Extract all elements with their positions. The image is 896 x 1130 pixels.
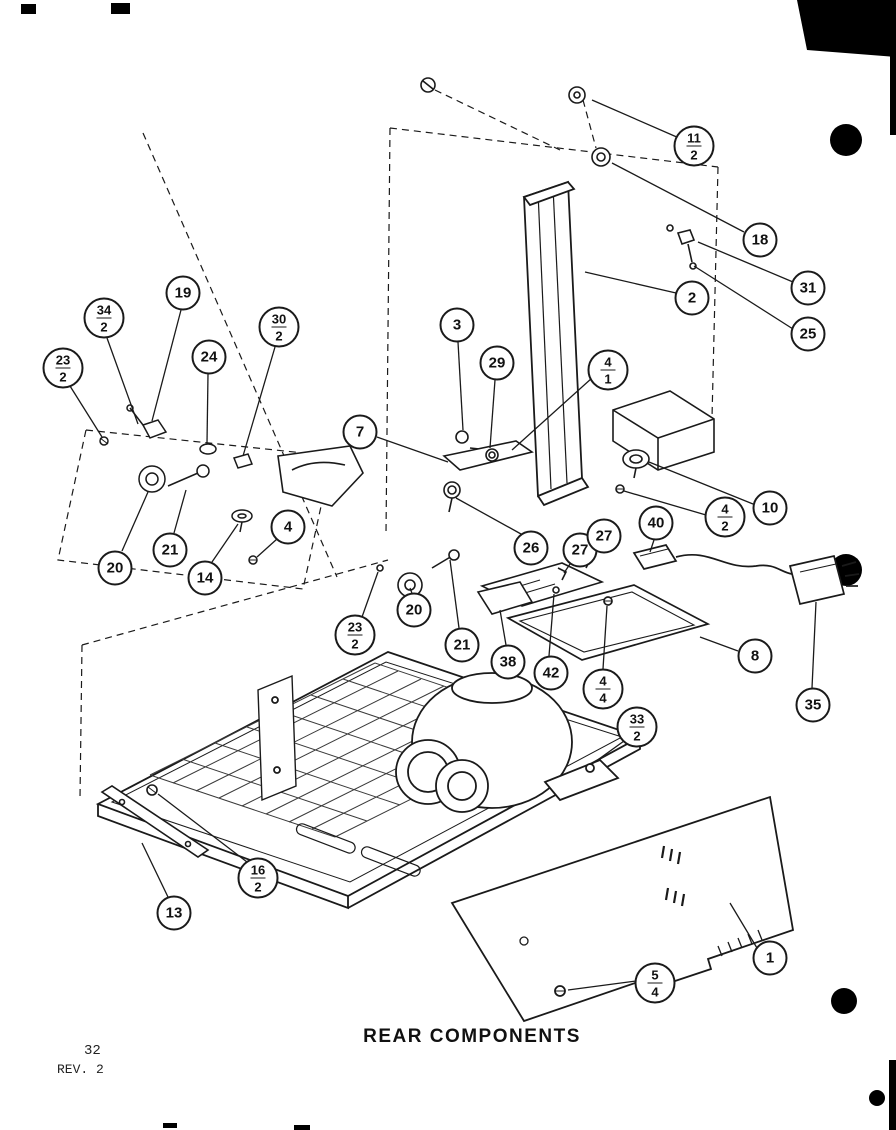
callout-19: 19 (165, 275, 201, 311)
callout-2: 2 (674, 280, 710, 316)
dashed-guides (57, 89, 719, 799)
revision-label: REV. 2 (57, 1062, 104, 1077)
callout-8: 8 (737, 638, 773, 674)
callout-21-b: 21 (444, 627, 480, 663)
fraction-bar (271, 326, 287, 328)
fraction-bar (96, 317, 112, 319)
callout-10: 10 (752, 490, 788, 526)
callout-25: 25 (790, 316, 826, 352)
callout-31: 31 (790, 270, 826, 306)
callout-1: 1 (752, 940, 788, 976)
corner-bracket-drawing (612, 390, 715, 494)
callout-20-b: 20 (396, 592, 432, 628)
rail-drawing (522, 180, 590, 507)
slide-deck-drawing (376, 549, 605, 615)
fraction-bar (647, 982, 663, 984)
callout-13: 13 (156, 895, 192, 931)
hinge-assembly-drawing (277, 430, 534, 513)
fraction-bar (250, 877, 266, 879)
fraction-bar (347, 634, 363, 636)
callout-7: 7 (342, 414, 378, 450)
callout-21-a: 21 (152, 532, 188, 568)
callout-18: 18 (742, 222, 778, 258)
fraction-bar (686, 145, 702, 147)
callout-24: 24 (191, 339, 227, 375)
left-hardware-drawing (99, 404, 258, 565)
callout-3: 3 (439, 307, 475, 343)
callout-4: 4 (270, 509, 306, 545)
callout-35: 35 (795, 687, 831, 723)
fraction-bar (629, 726, 645, 728)
drain-pan-drawing (505, 584, 711, 661)
fraction-bar (55, 367, 71, 369)
callout-42: 42 (533, 655, 569, 691)
callout-20-a: 20 (97, 550, 133, 586)
fraction-bar (595, 688, 611, 690)
callout-27-b: 27 (586, 518, 622, 554)
support-bracket-drawing (100, 784, 210, 858)
rear-panel-drawing (450, 795, 795, 1023)
top-hardware-drawing (420, 77, 697, 270)
page-number: 32 (84, 1043, 101, 1059)
callout-40: 40 (638, 505, 674, 541)
fraction-bar (600, 369, 616, 371)
diagram-title: REAR COMPONENTS (363, 1026, 581, 1047)
callout-26: 26 (513, 530, 549, 566)
power-cord-drawing (632, 544, 860, 606)
callout-29: 29 (479, 345, 515, 381)
callout-14: 14 (187, 560, 223, 596)
fraction-bar (717, 516, 733, 518)
callout-38: 38 (490, 644, 526, 680)
compressor-drawing (395, 672, 620, 813)
leader-lines (69, 99, 817, 991)
